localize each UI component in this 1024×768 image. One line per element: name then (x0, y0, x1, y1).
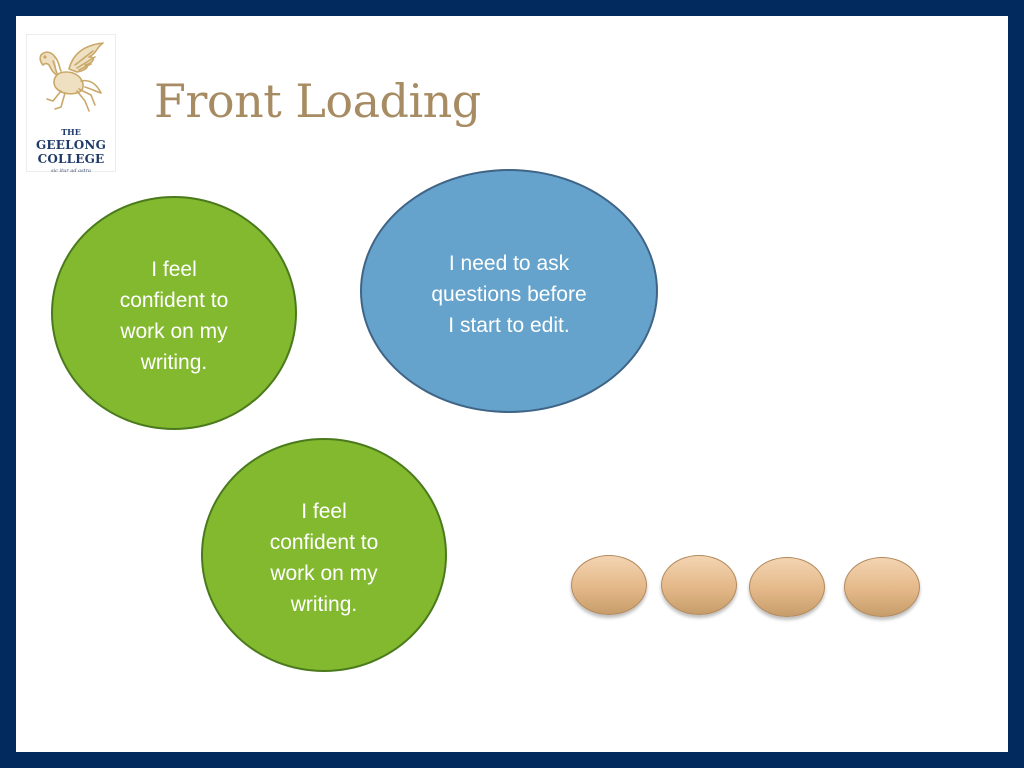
bubble-line: I feel (301, 500, 347, 523)
bubble-line: I start to edit. (448, 314, 570, 337)
bubble-line: work on my (270, 562, 378, 585)
oval-shape-3 (749, 557, 825, 617)
college-logo: THE GEELONG COLLEGE sic itur ad astra (26, 34, 116, 174)
bubble-line: questions before (431, 283, 587, 306)
bubble-line: confident to (119, 289, 229, 312)
bubble-line: I feel (151, 258, 197, 281)
logo-motto: sic itur ad astra (50, 168, 92, 174)
bubble-line: I need to ask (448, 252, 570, 275)
bubble-text: I need to ask questions before I start t… (431, 248, 586, 341)
bubble-line: confident to (269, 531, 379, 554)
bubble-text: I feel confident to work on my writing. (270, 496, 379, 620)
bubble-line: writing. (140, 351, 208, 374)
bubble-line: writing. (290, 593, 358, 616)
bubble-confident-2: I feel confident to work on my writing. (201, 438, 447, 672)
logo-name-line2: COLLEGE (37, 152, 105, 166)
oval-shape-2 (661, 555, 737, 615)
oval-shape-4 (844, 557, 920, 617)
pegasus-crest-icon (39, 42, 104, 112)
logo-name-line1: GEELONG (35, 138, 107, 152)
slide-title: Front Loading (154, 74, 481, 128)
bubble-text: I feel confident to work on my writing. (120, 254, 229, 378)
bubble-confident-1: I feel confident to work on my writing. (51, 196, 297, 430)
logo-the: THE (61, 127, 81, 137)
slide: THE GEELONG COLLEGE sic itur ad astra Fr… (16, 16, 1008, 752)
oval-shape-1 (571, 555, 647, 615)
bubble-line: work on my (120, 320, 228, 343)
bubble-ask-questions: I need to ask questions before I start t… (360, 169, 658, 413)
